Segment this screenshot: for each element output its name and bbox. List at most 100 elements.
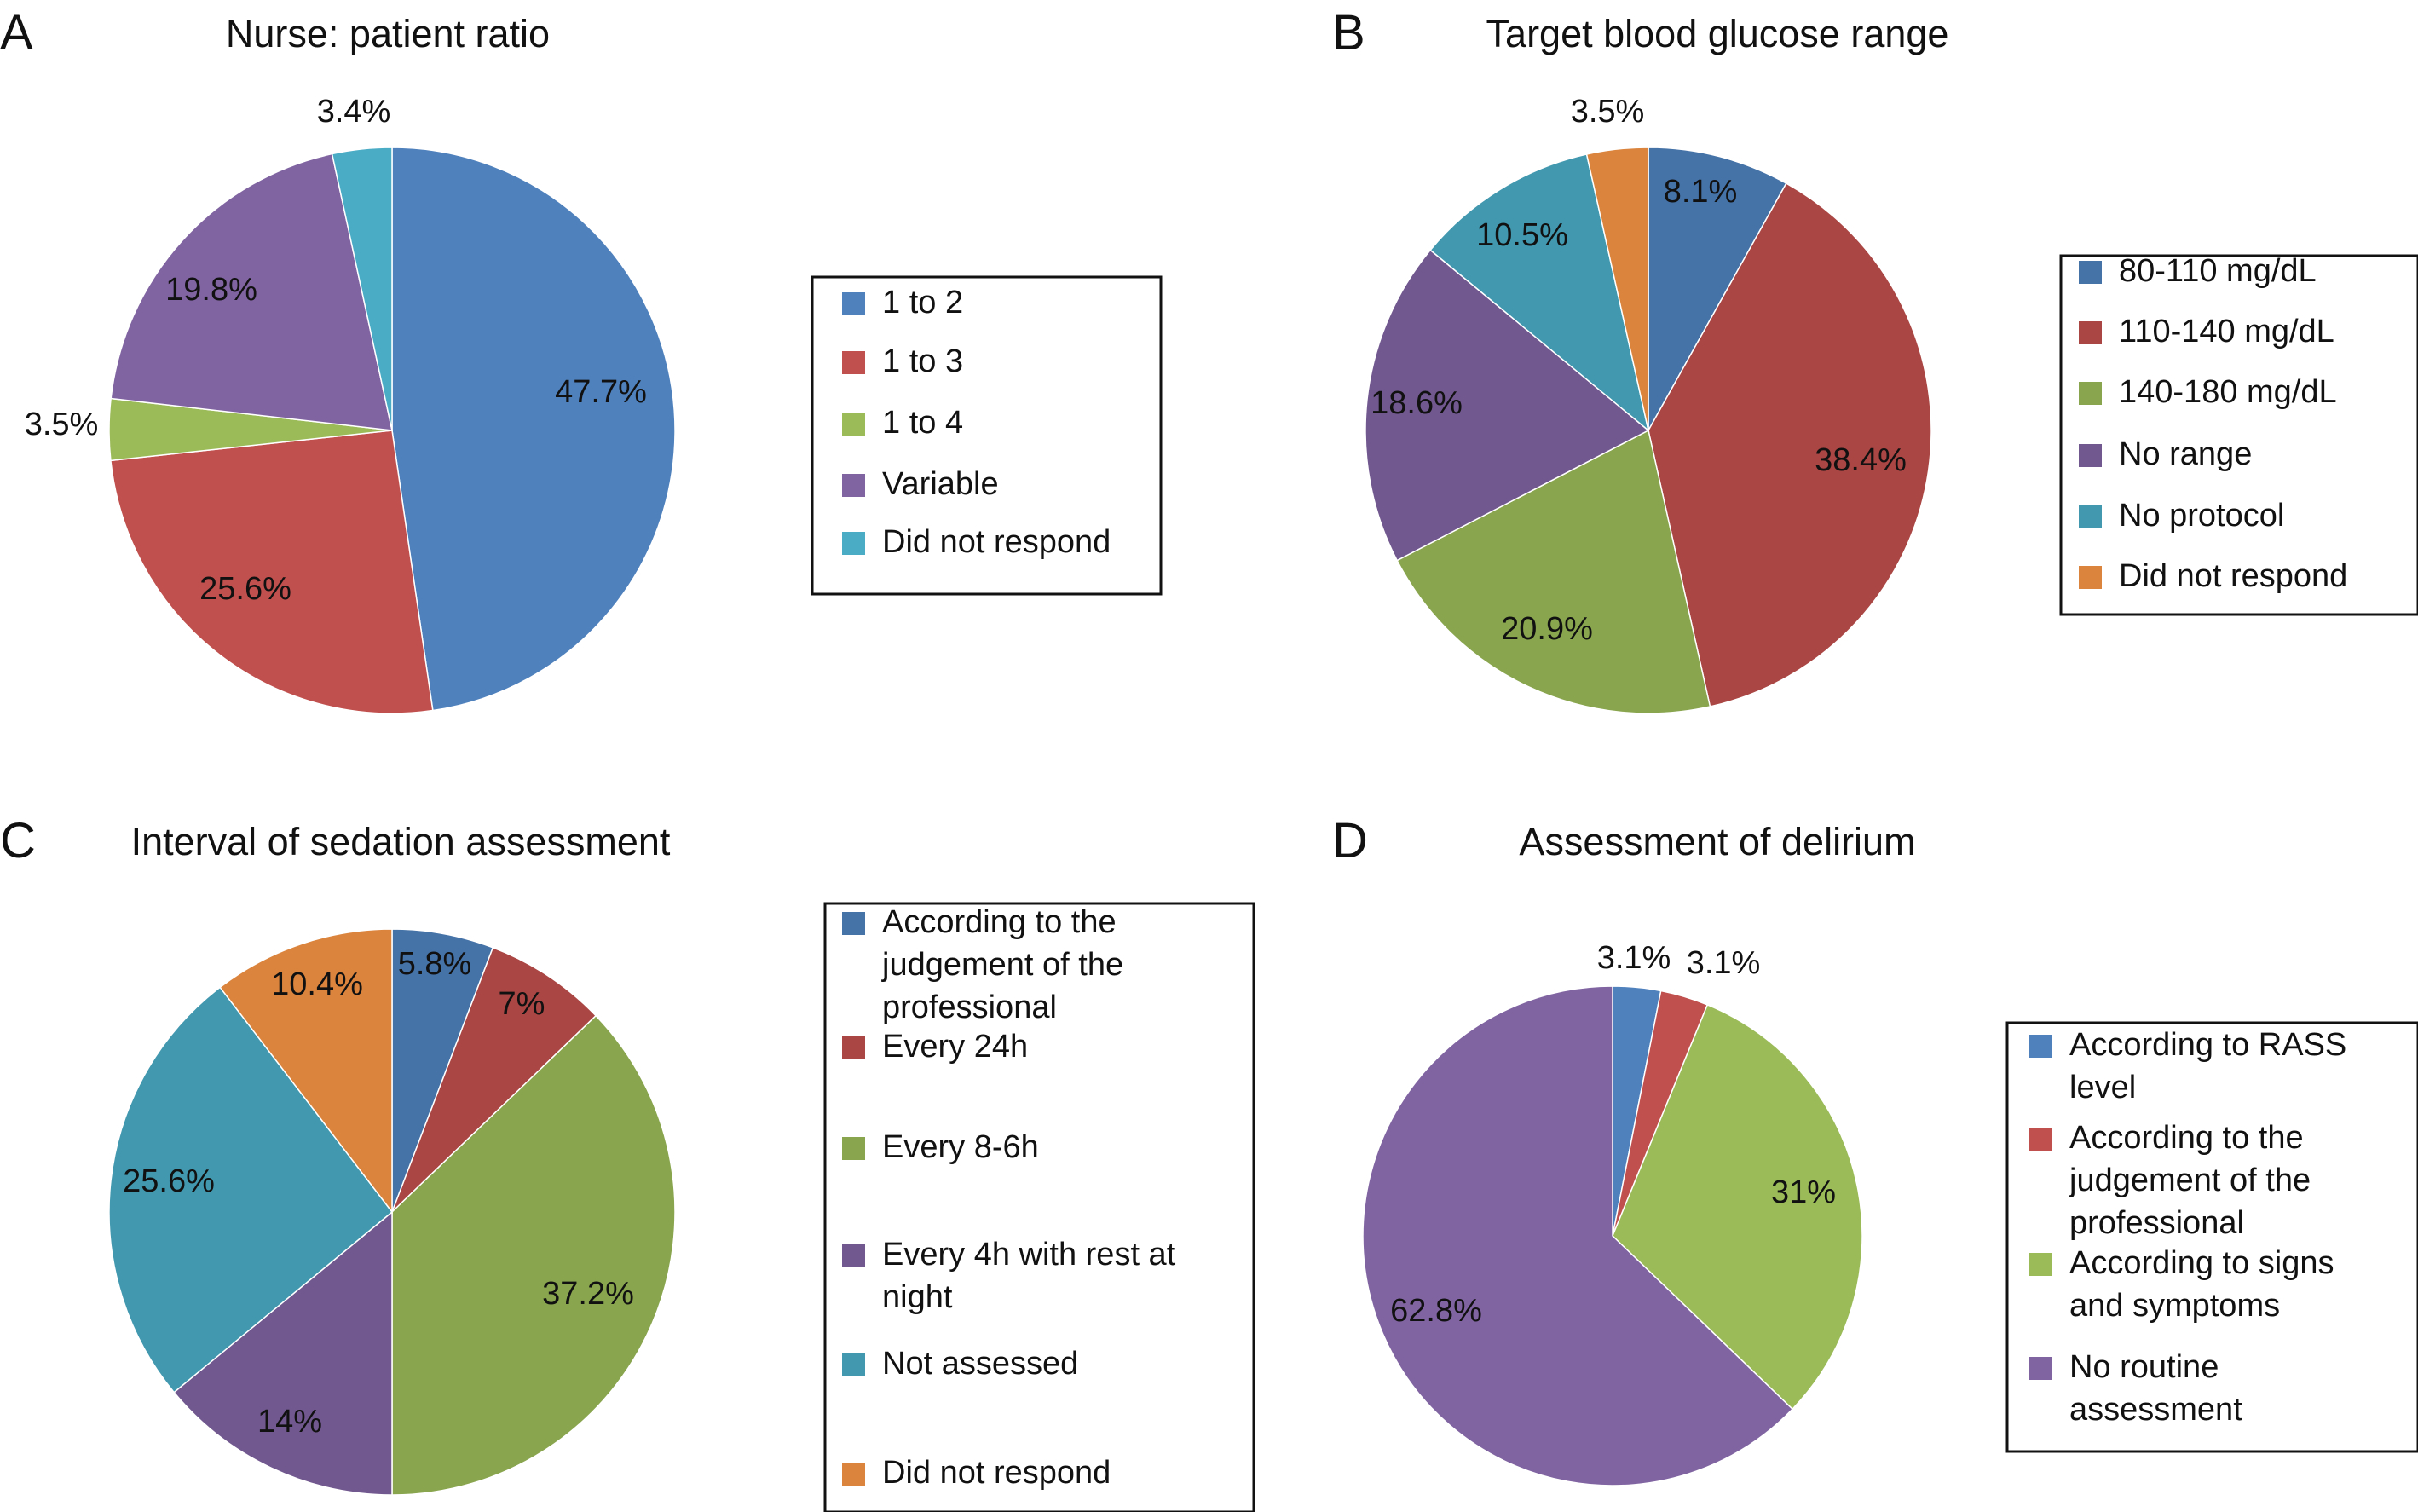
legend-frame <box>2059 254 2418 616</box>
pie-slice-2 <box>1648 182 1932 707</box>
legend-label: 1 to 4 <box>882 405 963 441</box>
slice-label-6: 3.5% <box>1571 94 1645 130</box>
legend-item-6: Did not respond <box>2079 558 2347 594</box>
panel-d: D Assessment of delirium 3.1% 3.1% 31% 62.8% A… <box>1332 813 2418 1486</box>
legend-label: Every 24h <box>882 1029 1028 1065</box>
legend-item-3: 140-180 mg/dL <box>2079 374 2337 410</box>
pie-slice-5 <box>331 147 393 431</box>
legend-swatch <box>2079 566 2102 589</box>
legend-item-4: No routine assessment <box>2029 1349 2242 1428</box>
slice-label-4: 18.6% <box>1371 385 1463 421</box>
pie-slice-5 <box>1429 153 1650 432</box>
panel-letter: D <box>1332 813 1368 869</box>
panel-letter: C <box>0 813 36 869</box>
legend-item-2: Every 24h <box>842 1029 1028 1065</box>
legend-swatch <box>2079 444 2102 467</box>
pie-slice-5 <box>108 986 394 1394</box>
slice-label-6: 10.4% <box>271 967 363 1002</box>
legend-swatch <box>2029 1128 2052 1151</box>
legend-label: According to signs <box>2069 1245 2334 1281</box>
legend-item-5: No protocol <box>2079 498 2284 534</box>
pie-slice-1 <box>1648 147 1787 433</box>
pie-slice-3 <box>1396 429 1711 714</box>
chart-title: Nurse: patient ratio <box>226 12 550 55</box>
slice-label-5: 10.5% <box>1476 217 1568 253</box>
legend-label: 80-110 mg/dL <box>2119 253 2317 289</box>
legend-frame <box>823 902 1255 1512</box>
slice-label-1: 3.1% <box>1597 940 1671 976</box>
slice-label-4: 19.8% <box>165 272 257 308</box>
legend-label: Every 8-6h <box>882 1129 1039 1165</box>
pie-slice-2 <box>391 946 597 1213</box>
legend-label: Did not respond <box>2119 558 2347 594</box>
legend-item-2: 110-140 mg/dL <box>2079 314 2334 349</box>
legend-swatch <box>842 413 865 436</box>
legend-swatch <box>842 532 865 555</box>
legend-frame <box>811 275 1163 596</box>
slice-label-1: 47.7% <box>555 374 647 410</box>
chart-title: Assessment of delirium <box>1519 820 1915 863</box>
legend-label: Did not respond <box>882 524 1111 560</box>
legend-label: Did not respond <box>882 1455 1111 1491</box>
slice-label-2: 7% <box>499 986 545 1022</box>
legend-label: No routine <box>2069 1349 2219 1385</box>
slice-label-3: 3.5% <box>25 407 99 442</box>
slice-label-5: 25.6% <box>123 1163 215 1199</box>
legend-item-5: Did not respond <box>842 524 1111 560</box>
legend-swatch <box>2029 1357 2052 1380</box>
legend-swatch <box>842 912 865 935</box>
legend-label: judgement of the <box>2069 1163 2311 1198</box>
legend-item-3: 1 to 4 <box>842 405 963 441</box>
legend-item-1: 1 to 2 <box>842 285 963 320</box>
legend-frame <box>2005 1021 2418 1453</box>
slice-label-1: 5.8% <box>398 946 472 982</box>
slice-label-5: 3.4% <box>317 94 391 130</box>
legend-swatch <box>842 474 865 497</box>
slice-label-4: 14% <box>257 1404 322 1440</box>
pie-slice-4 <box>110 153 393 431</box>
legend: 80-110 mg/dL 110-140 mg/dL 140-180 mg/dL No… <box>2059 253 2418 616</box>
pie-slice-3 <box>1612 1003 1863 1411</box>
legend-label: assessment <box>2069 1392 2242 1428</box>
slice-label-2: 3.1% <box>1687 945 1761 981</box>
legend-label: 110-140 mg/dL <box>2119 314 2334 349</box>
slice-label-4: 62.8% <box>1390 1293 1482 1329</box>
slice-label-3: 37.2% <box>542 1276 634 1312</box>
legend-label: Variable <box>882 466 999 502</box>
legend-item-1: According to RASS level <box>2029 1027 2346 1105</box>
legend-swatch <box>842 292 865 315</box>
legend-swatch <box>2029 1035 2052 1058</box>
legend-label: night <box>882 1279 953 1315</box>
legend-label: professional <box>882 990 1057 1025</box>
legend-swatch <box>2029 1253 2052 1276</box>
legend-label: judgement of the <box>881 947 1123 983</box>
slice-label-3: 31% <box>1771 1174 1836 1210</box>
slice-label-1: 8.1% <box>1664 174 1738 210</box>
legend-item-6: Did not respond <box>842 1455 1111 1491</box>
legend-swatch <box>842 1463 865 1486</box>
legend-item-4: Variable <box>842 466 999 502</box>
pie-slice-1 <box>391 147 676 712</box>
legend-label: No range <box>2119 436 2252 472</box>
pie-slice-4 <box>173 1210 393 1496</box>
legend-label: Not assessed <box>882 1346 1078 1382</box>
legend-swatch <box>842 1036 865 1059</box>
panel-letter: A <box>0 5 33 61</box>
legend-item-3: Every 8-6h <box>842 1129 1039 1165</box>
legend-swatch <box>2079 321 2102 344</box>
chart-title: Target blood glucose range <box>1486 12 1949 55</box>
legend-label: level <box>2069 1070 2136 1105</box>
legend-label: According to RASS <box>2069 1027 2346 1063</box>
legend-swatch <box>842 1244 865 1267</box>
